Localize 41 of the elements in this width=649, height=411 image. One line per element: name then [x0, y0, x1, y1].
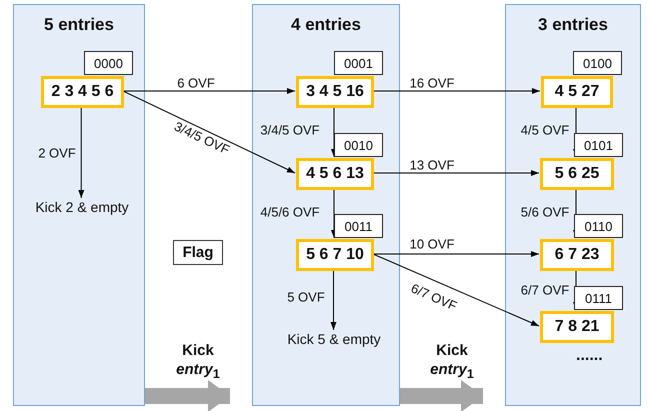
code-label: 0000 [84, 51, 133, 75]
result-text: Kick 2 & empty [27, 199, 137, 221]
code-label: 0110 [574, 214, 623, 238]
column-panel [505, 4, 641, 406]
column-panel [252, 4, 400, 406]
entry-box: 3 4 5 16 [296, 76, 374, 108]
edge-label: 4/5 OVF [520, 122, 570, 138]
edge-label: 4/5/6 OVF [260, 204, 320, 220]
entry-box: 2 3 4 5 6 [41, 76, 124, 108]
edge-label: 3/4/5 OVF [260, 122, 320, 138]
code-label: 0010 [334, 133, 383, 157]
edge-label: 6/7 OVF [408, 280, 460, 314]
column-heading: 4 entries [290, 15, 362, 35]
entry-box: 5 6 25 [540, 158, 614, 190]
code-label: 0011 [334, 214, 383, 238]
edge-label: 16 OVF [410, 76, 454, 90]
edge-label: 5/6 OVF [520, 204, 570, 220]
edge-label: Kick entry$_{1}$ [429, 342, 475, 382]
code-label: 0101 [574, 133, 623, 157]
entry-box: 7 8 21 [540, 311, 614, 343]
column-panel [13, 4, 145, 406]
edge-label: 6/7 OVF [520, 282, 570, 298]
entry-box: 5 6 7 10 [296, 239, 374, 271]
edge-label: 5 OVF [287, 290, 325, 304]
code-label: 0100 [573, 51, 622, 75]
flag-box: Flag [173, 240, 223, 265]
code-label: 0111 [574, 286, 623, 310]
entry-box: 6 7 23 [540, 239, 614, 271]
column-heading: 5 entries [43, 15, 115, 35]
edge-label: 13 OVF [410, 158, 454, 172]
entry-box: 4 5 6 13 [296, 158, 374, 190]
edge-label: Kick entry$_{1}$ [175, 342, 221, 382]
result-text: Kick 5 & empty [271, 331, 397, 353]
ellipsis-text: ...... [576, 347, 603, 365]
edge-label: 6 OVF [177, 76, 215, 90]
edge-label: 3/4/5 OVF [172, 118, 232, 158]
code-label: 0001 [334, 51, 383, 75]
column-heading: 3 entries [537, 15, 609, 35]
edge-label: 2 OVF [38, 146, 76, 160]
edge-label: 10 OVF [410, 236, 454, 252]
entry-box: 4 5 27 [541, 76, 613, 108]
